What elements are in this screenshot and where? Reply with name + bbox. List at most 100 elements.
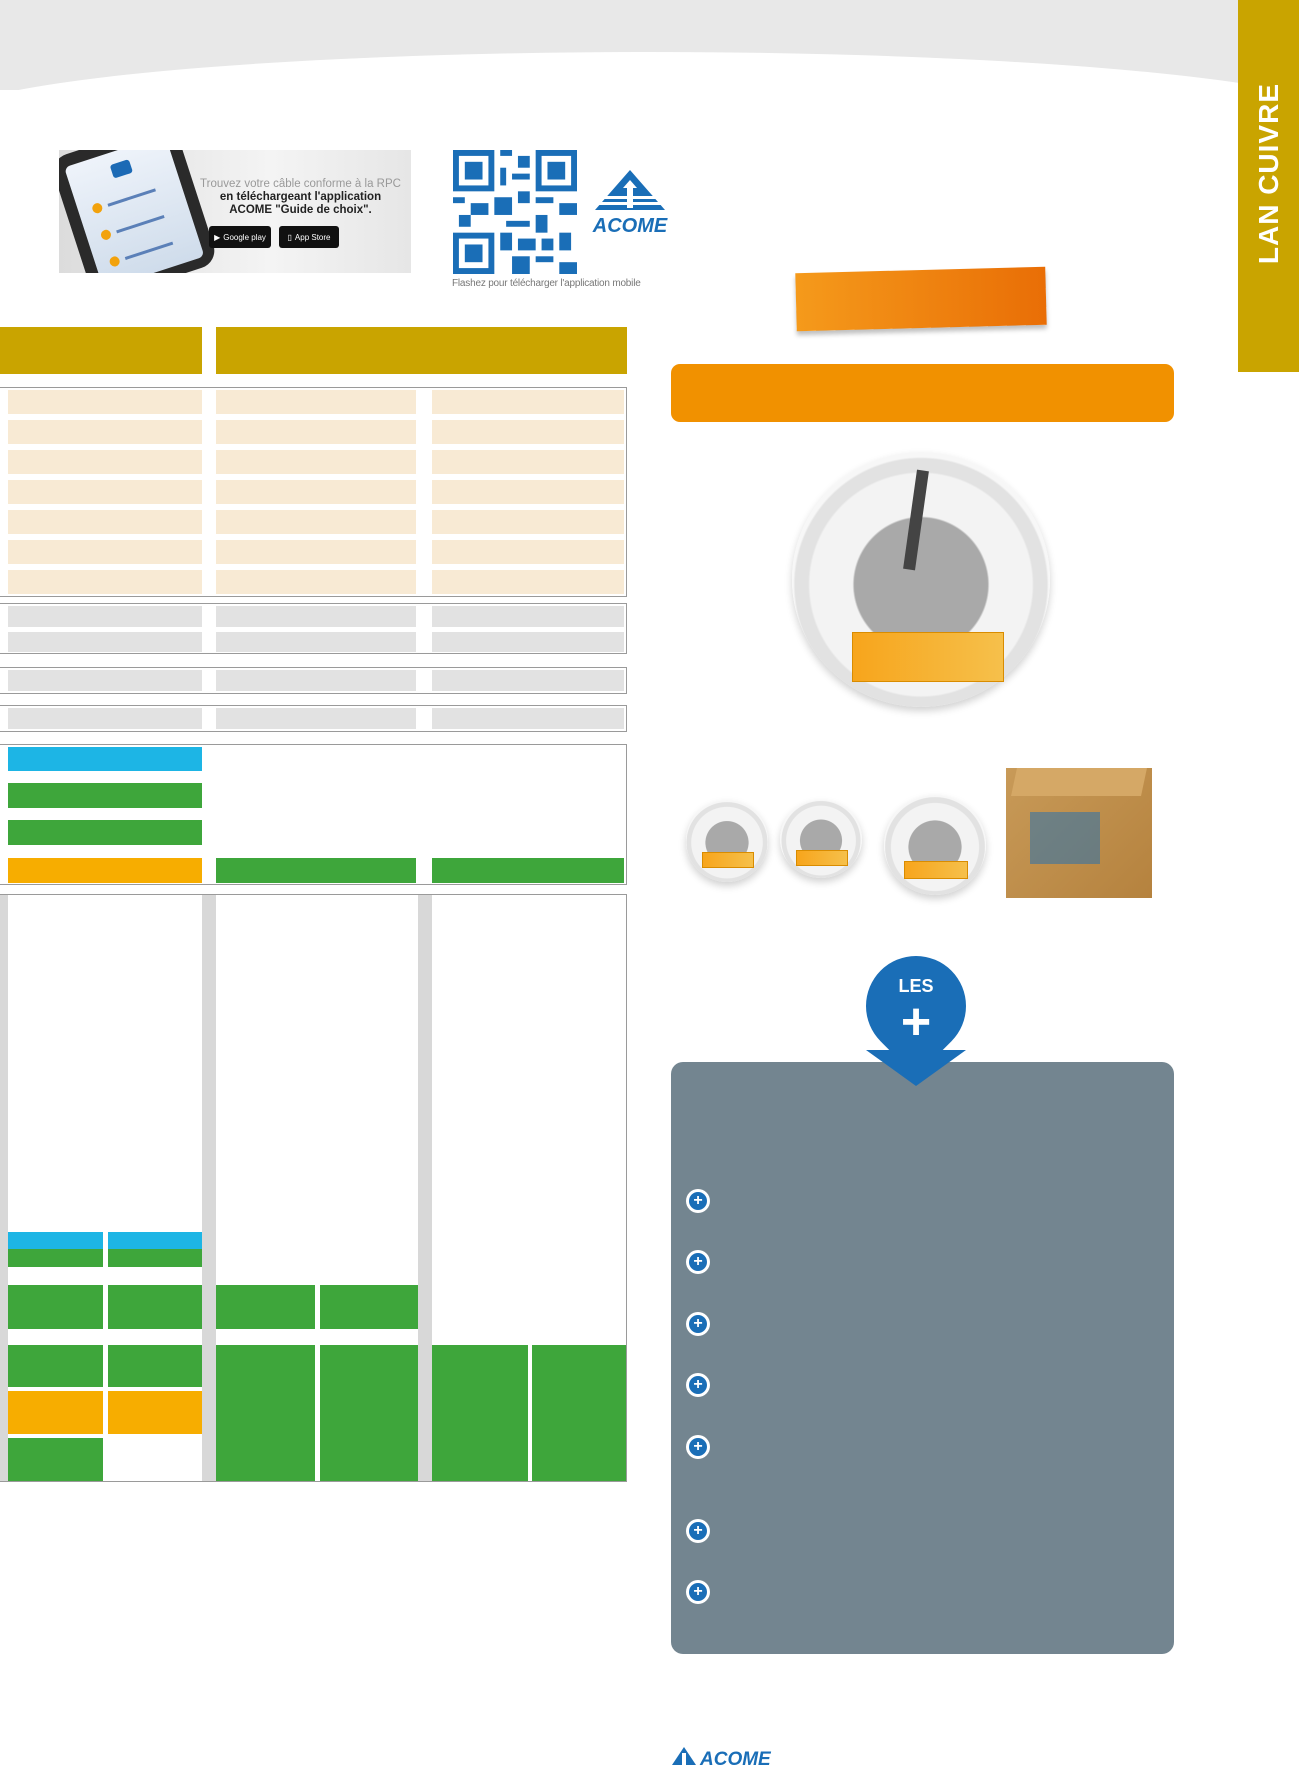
orange-note-label <box>795 266 1047 332</box>
banner-line-3: ACOME "Guide de choix". <box>229 204 372 216</box>
table-header-cell <box>216 327 627 374</box>
table-cell <box>216 606 416 627</box>
orange-title-bar <box>671 364 1174 422</box>
table-cell <box>432 570 624 594</box>
menu-line <box>116 215 165 234</box>
table-cell <box>216 632 416 652</box>
coil-strap <box>903 469 929 571</box>
matrix-cell-green <box>8 1438 103 1481</box>
banner-line-2: en téléchargeant l'application <box>219 191 382 203</box>
column-separator <box>0 895 8 1481</box>
table-cell <box>216 480 416 504</box>
cable-coil-small <box>686 800 768 882</box>
banner-line-1: Trouvez votre câble conforme à la RPC <box>200 178 401 190</box>
google-play-badge[interactable]: ▶Google play <box>209 226 271 248</box>
cable-coil-small <box>780 800 862 878</box>
footer-logo-text: ACOME <box>699 1749 772 1770</box>
matrix-cell-green <box>8 1345 103 1387</box>
table-cell <box>8 480 202 504</box>
table-section-beige <box>0 387 627 597</box>
coil-label <box>796 850 848 866</box>
rating-cell-amber <box>8 858 202 883</box>
menu-line <box>107 188 156 207</box>
pin-tip <box>866 1050 966 1086</box>
app-store-badge[interactable]: ▯App Store <box>279 226 339 248</box>
table-section-matrix <box>0 894 627 1482</box>
banner-text: Trouvez votre câble conforme à la RPC en… <box>193 178 408 217</box>
coil-label <box>702 852 754 868</box>
table-section-grey <box>0 705 627 732</box>
table-cell <box>432 390 624 414</box>
les-label: LES <box>898 976 934 996</box>
table-cell <box>432 480 624 504</box>
coil-label <box>904 861 968 879</box>
matrix-cell-green <box>432 1345 528 1481</box>
table-cell <box>432 670 624 691</box>
matrix-cell-green <box>216 1285 315 1329</box>
acome-app-icon <box>109 159 134 179</box>
matrix-cell-green <box>216 1345 315 1481</box>
rating-cell-green <box>216 858 416 883</box>
matrix-cell-green <box>8 1285 103 1329</box>
table-cell <box>8 510 202 534</box>
table-cell <box>8 632 202 652</box>
qr-code[interactable] <box>452 150 578 274</box>
apple-icon: ▯ <box>287 232 292 242</box>
table-cell <box>432 606 624 627</box>
cable-box-top <box>1011 768 1147 796</box>
plus-circle-icon: + <box>686 1580 710 1604</box>
app-banner[interactable]: Trouvez votre câble conforme à la RPC en… <box>59 150 411 273</box>
table-section-grey <box>0 667 627 694</box>
table-cell <box>8 708 202 729</box>
matrix-cell-cyan <box>108 1232 202 1249</box>
table-header-edge <box>0 327 8 374</box>
table-section-rating <box>0 744 627 885</box>
table-header-cell <box>8 327 202 374</box>
table-cell <box>8 606 202 627</box>
table-cell <box>432 540 624 564</box>
table-cell <box>8 670 202 691</box>
matrix-cell-green <box>108 1345 202 1387</box>
table-section-grey <box>0 603 627 654</box>
table-cell <box>432 510 624 534</box>
menu-line <box>124 241 174 260</box>
menu-dot-icon <box>108 255 121 268</box>
section-tab <box>1238 0 1299 372</box>
menu-dot-icon <box>99 228 113 242</box>
section-tab-label-wrap: LAN CUIVRE <box>1238 0 1299 372</box>
table-cell <box>432 420 624 444</box>
plus-label: + <box>900 993 932 1051</box>
plus-circle-icon: + <box>686 1373 710 1397</box>
table-cell <box>8 570 202 594</box>
box-print <box>1030 812 1100 864</box>
table-cell <box>216 450 416 474</box>
table-cell <box>216 390 416 414</box>
matrix-cell-cyan <box>8 1232 103 1249</box>
table-cell <box>8 450 202 474</box>
plus-circle-icon: + <box>686 1435 710 1459</box>
table-cell <box>8 390 202 414</box>
plus-circle-icon: + <box>686 1519 710 1543</box>
table-cell <box>216 510 416 534</box>
acome-logo-text: ACOME <box>592 215 668 237</box>
table-cell <box>8 540 202 564</box>
matrix-cell-green <box>320 1345 418 1481</box>
qr-caption: Flashez pour télécharger l'application m… <box>452 278 641 289</box>
footer-acome-logo: ACOME <box>672 1747 772 1770</box>
matrix-cell-green <box>108 1285 202 1329</box>
benefits-panel <box>671 1062 1174 1654</box>
cable-coil-small <box>884 795 986 895</box>
column-separator <box>202 895 216 1481</box>
phone-screen <box>64 150 205 273</box>
matrix-cell-green <box>8 1249 103 1267</box>
coil-label <box>852 632 1004 682</box>
rating-cell-green <box>432 858 624 883</box>
plus-circle-icon: + <box>686 1312 710 1336</box>
table-cell <box>8 420 202 444</box>
table-cell <box>216 540 416 564</box>
plus-circle-icon: + <box>686 1189 710 1213</box>
rating-cell-green <box>8 783 202 808</box>
section-tab-label: LAN CUIVRE <box>1252 82 1284 264</box>
plus-circle-icon: + <box>686 1250 710 1274</box>
play-icon: ▶ <box>214 232 221 242</box>
